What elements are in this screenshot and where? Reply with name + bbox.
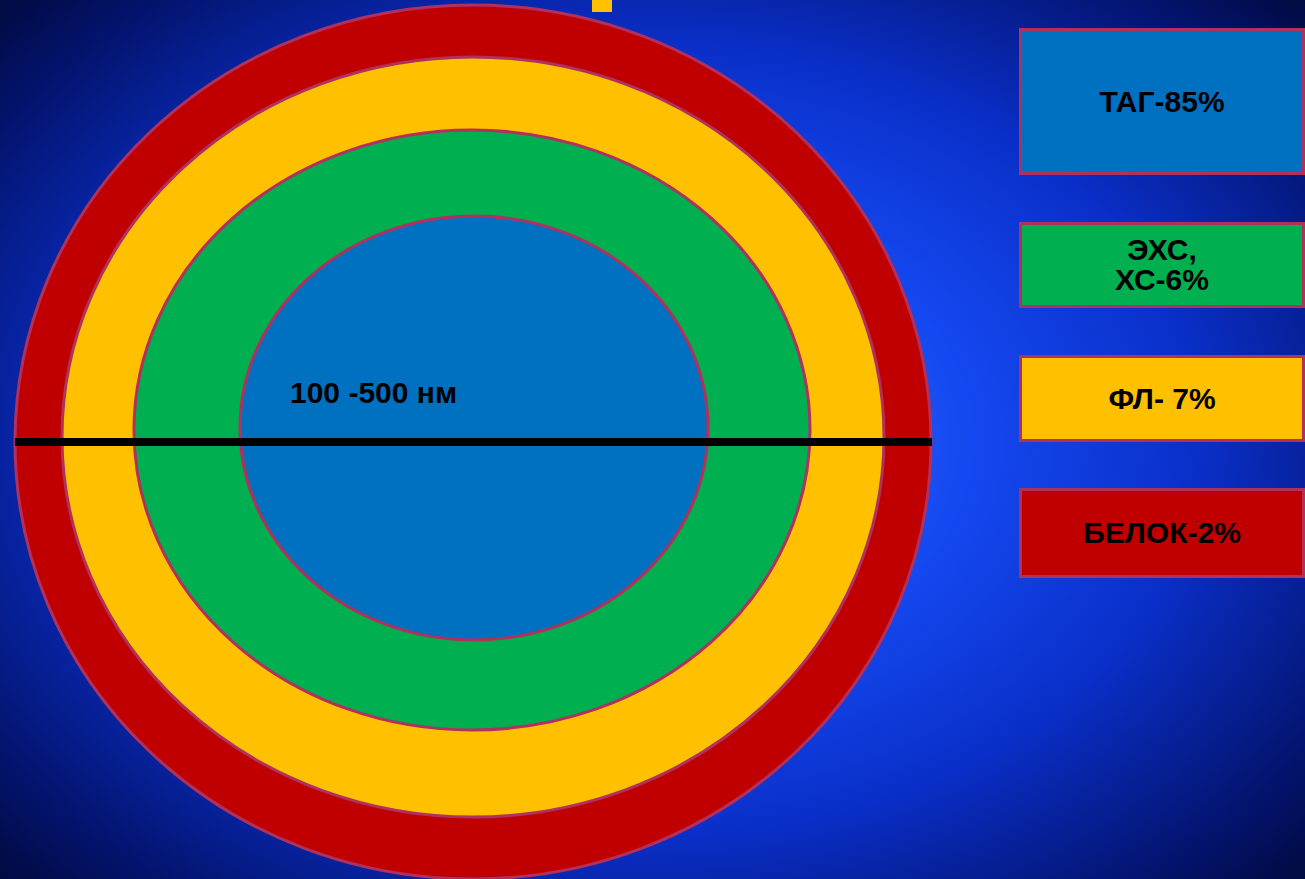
legend-swatch: ТАГ-85% [1019, 28, 1305, 175]
legend-swatch: ЭХС, ХС-6% [1019, 222, 1305, 308]
diameter-line [15, 438, 932, 446]
legend-swatch: БЕЛОК-2% [1019, 488, 1305, 578]
dimension-label: 100 -500 нм [290, 378, 457, 408]
triglyceride-core [240, 216, 708, 640]
title-fragment [592, 0, 612, 12]
legend-text: БЕЛОК-2% [1083, 518, 1241, 548]
legend-text: ЭХС, ХС-6% [1087, 235, 1237, 295]
phospholipid-layer [62, 57, 884, 817]
legend-text: ТАГ-85% [1099, 87, 1224, 117]
cholesterol-layer [134, 130, 810, 730]
protein-layer [15, 5, 931, 879]
legend-swatch: ФЛ- 7% [1019, 355, 1305, 442]
legend-text: ФЛ- 7% [1108, 384, 1215, 414]
